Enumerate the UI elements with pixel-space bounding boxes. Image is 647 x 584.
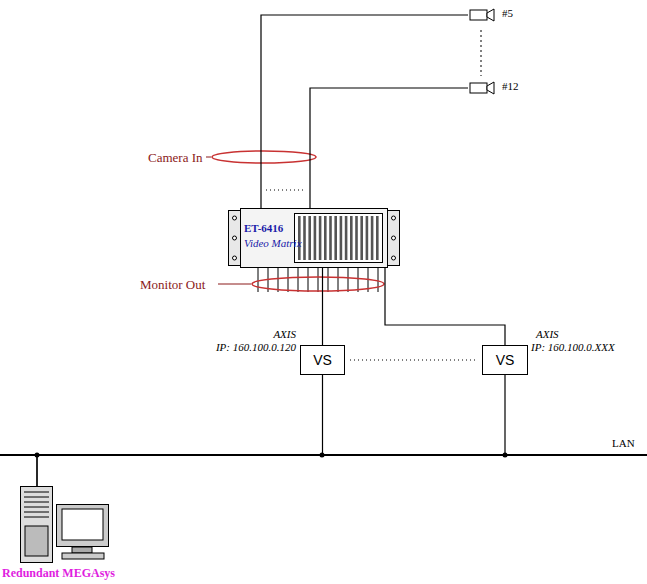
connector — [310, 88, 468, 208]
camera-node: #5 — [468, 5, 518, 25]
output-stub — [348, 268, 349, 292]
node-text: #5 — [502, 7, 513, 19]
device-label: AXIS — [536, 328, 559, 340]
connector — [37, 375, 505, 486]
device-label: AXIS — [273, 328, 296, 340]
output-stub — [278, 268, 279, 292]
node-text: Video Matrix — [244, 237, 302, 249]
leader-line — [206, 157, 211, 158]
output-stub — [298, 268, 299, 292]
output-stub — [308, 268, 309, 292]
node-text: #12 — [502, 80, 519, 92]
output-stubs — [258, 268, 378, 292]
output-stub — [358, 268, 359, 292]
output-stub — [288, 268, 289, 292]
dotted-link — [266, 189, 306, 190]
output-stub — [258, 268, 259, 292]
camera-icon — [468, 7, 496, 23]
leader-line — [218, 284, 251, 285]
computer-icon — [2, 486, 112, 564]
group-ellipse — [252, 277, 384, 291]
output-stub — [338, 268, 339, 292]
group-ellipse — [212, 151, 316, 163]
camera-node: #12 — [468, 78, 521, 98]
node-text: VS — [496, 352, 515, 368]
video-server-box: VS — [482, 345, 528, 375]
node-text: ET-6416 — [244, 222, 283, 234]
workstation-node: Redundant MEGAsys — [2, 486, 122, 582]
node-text: Redundant MEGAsys — [2, 566, 115, 581]
video-matrix: ET-6416Video Matrix — [228, 208, 400, 268]
connector — [37, 375, 323, 486]
output-stub — [318, 268, 319, 292]
connector — [322, 268, 323, 345]
dotted-link — [350, 359, 478, 360]
node-text: VS — [313, 352, 332, 368]
camera-icon — [468, 80, 496, 96]
output-stub — [378, 268, 379, 292]
connector — [261, 15, 468, 208]
network-label: LAN — [612, 437, 635, 449]
ip-address: IP: 160.100.0.120 — [216, 341, 296, 353]
ip-address: IP: 160.100.0.XXX — [531, 341, 615, 353]
callout-label: Monitor Out — [140, 277, 205, 293]
connector — [385, 268, 505, 345]
video-server-box: VS — [300, 345, 345, 375]
callout-label: Camera In — [148, 150, 203, 166]
output-stub — [328, 268, 329, 292]
dotted-link — [481, 30, 482, 76]
